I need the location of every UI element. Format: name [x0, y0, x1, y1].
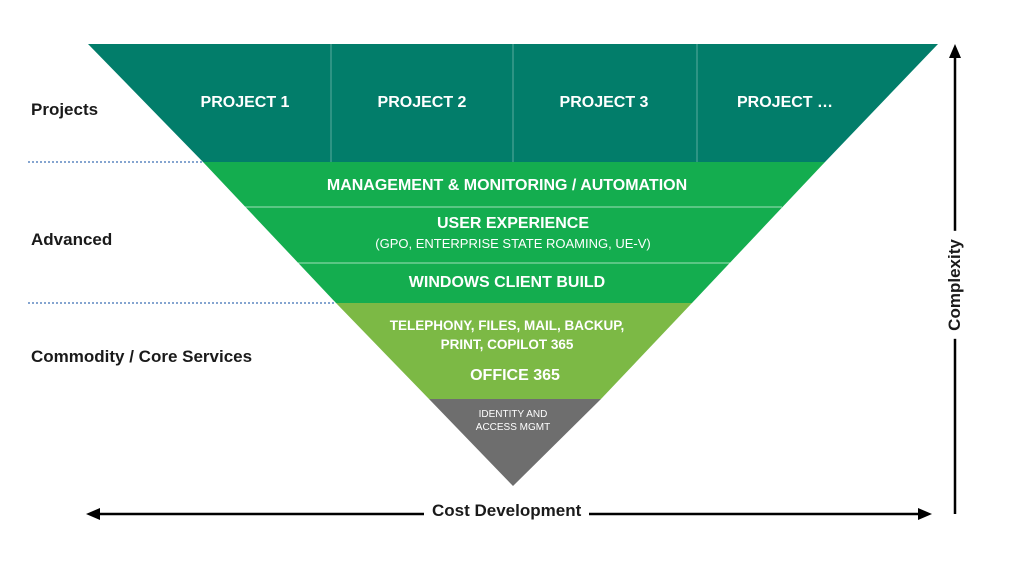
complexity-axis-label: Complexity [945, 231, 965, 339]
telephony-line-1: TELEPHONY, FILES, MAIL, BACKUP, [389, 318, 625, 333]
telephony-line-2: PRINT, COPILOT 365 [440, 337, 574, 352]
cost-axis-label: Cost Development [424, 501, 590, 521]
core-band [336, 303, 692, 399]
project-label: PROJECT 1 [200, 94, 290, 111]
user-experience-subtitle: (GPO, ENTERPRISE STATE ROAMING, UE-V) [375, 236, 651, 251]
cost-axis-right-arrow [918, 508, 932, 520]
project-label: PROJECT … [736, 94, 834, 111]
management-label: MANAGEMENT & MONITORING / AUTOMATION [326, 177, 688, 194]
projects-band [88, 44, 938, 162]
identity-line-1: IDENTITY AND [478, 409, 548, 420]
project-label: PROJECT 2 [377, 94, 467, 111]
identity-line-2: ACCESS MGMT [475, 422, 551, 433]
side-label-projects: Projects [31, 100, 99, 119]
side-label-core: Commodity / Core Services [31, 347, 253, 366]
complexity-axis-arrow [949, 44, 961, 58]
user-experience-title: USER EXPERIENCE [436, 215, 590, 232]
windows-build-label: WINDOWS CLIENT BUILD [408, 274, 606, 291]
side-label-advanced: Advanced [31, 230, 113, 249]
telephony-label: TELEPHONY, FILES, MAIL, BACKUP, PRINT, C… [390, 316, 625, 354]
office-label: OFFICE 365 [470, 367, 560, 384]
identity-label: IDENTITY AND ACCESS MGMT [476, 408, 550, 434]
project-label: PROJECT 3 [559, 94, 649, 111]
cost-axis-left-arrow [86, 508, 100, 520]
identity-tip [429, 399, 601, 486]
advanced-band [203, 162, 825, 303]
user-experience-label: USER EXPERIENCE (GPO, ENTERPRISE STATE R… [375, 214, 650, 254]
